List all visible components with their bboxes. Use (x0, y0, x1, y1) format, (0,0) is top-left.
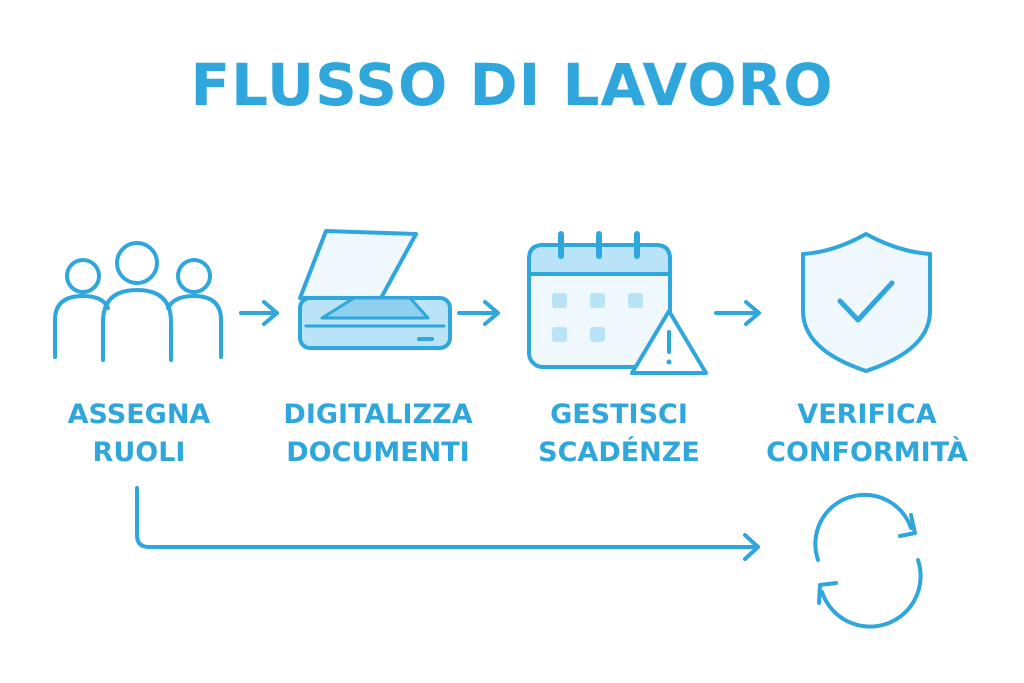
step-label-line: ASSEGNA (67, 399, 211, 430)
flow-arrow-1 (239, 300, 279, 326)
step-label-line: VERIFICA (797, 399, 937, 430)
step-label-line: GESTISCI (550, 399, 688, 430)
diagram-title: FLUSSO DI LAVORO (190, 51, 834, 119)
step-label-digitize-documents: DIGITALIZZA DOCUMENTI (268, 396, 488, 472)
step-label-manage-deadlines: GESTISCI SCADÉNZE (509, 396, 729, 472)
refresh-icon (813, 492, 923, 629)
step-label-line: DOCUMENTI (286, 437, 470, 468)
step-label-line: CONFORMITÀ (766, 437, 968, 468)
step-label-line: RUOLI (92, 437, 186, 468)
step-label-line: SCADÉNZE (538, 437, 700, 468)
step-label-line: DIGITALIZZA (283, 399, 473, 430)
calendar-warning-icon (527, 231, 708, 375)
shield-check-icon (801, 232, 932, 373)
flow-arrow-3 (714, 300, 761, 326)
return-arrow (135, 486, 760, 561)
flow-arrow-2 (457, 300, 500, 326)
people-icon (53, 241, 223, 362)
step-label-verify-compliance: VERIFICA CONFORMITÀ (757, 396, 977, 472)
scanner-icon (298, 229, 452, 350)
step-label-assign-roles: ASSEGNA RUOLI (29, 396, 249, 472)
